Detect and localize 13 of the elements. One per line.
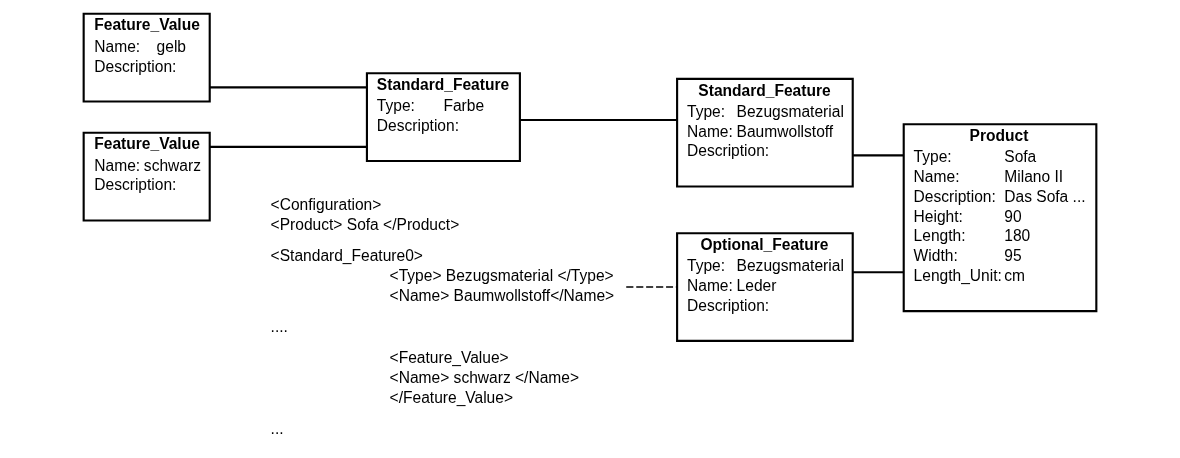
connector (210, 86, 367, 89)
node-text: <Configuration> <Product> Sofa </Product> <Standard_Feature0> <Type> Bezugsmaterial </Type> <Name> Baumwollstoff</Name> .... <Feature_Value> <Name> schwarz </Name> </Feature_Value> ... (270, 196, 615, 438)
connector (625, 286, 678, 288)
connector (210, 145, 367, 148)
connector (853, 271, 904, 274)
node-box: Product Type: Sofa Name: Milano II Description: Das Sofa ... Height: 90 Length: 180 Width: 95 Length_Unit:cm (902, 123, 1098, 313)
node-box: Feature_Value Name: gelb Description: (82, 12, 211, 103)
node-box: Standard_Feature Type: Farbe Description: (365, 72, 521, 163)
connector (853, 154, 904, 157)
connector (520, 118, 677, 121)
node-box: Standard_Feature Type: Bezugsmaterial Name: Baumwollstoff Description: (676, 77, 854, 188)
node-box: Feature_Value Name: schwarz Description: (82, 131, 211, 222)
node-box: Optional_Feature Type: Bezugsmaterial Name: Leder Description: (676, 232, 854, 342)
